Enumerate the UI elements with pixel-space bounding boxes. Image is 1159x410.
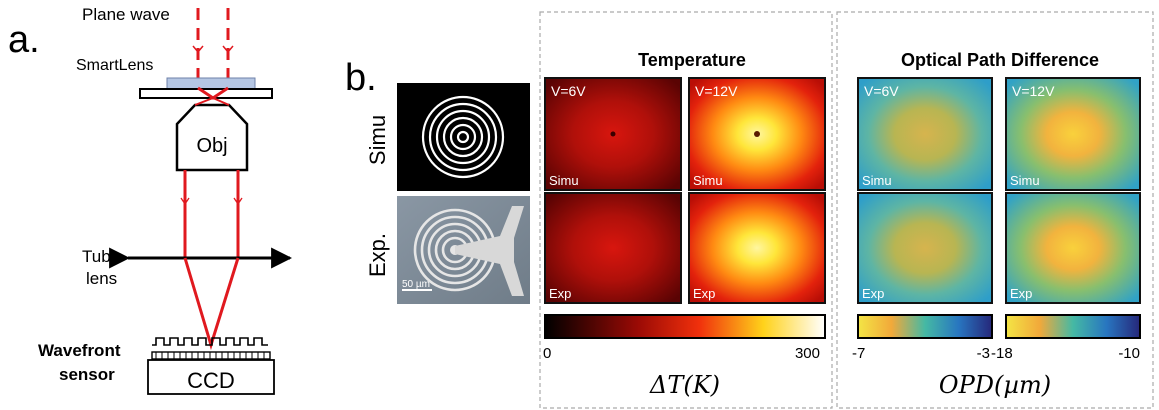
microlens-array-icon [152,337,268,346]
colorbar-temperature-min: 0 [543,345,551,362]
heatmap-opd-simu-12v: V=12V Simu [1005,77,1141,191]
tag-exp: Exp [693,286,715,301]
tag-exp: Exp [862,286,884,301]
arrow-down-icon [180,197,190,206]
tag-simu: Simu [1010,173,1040,188]
smartlens-sample [166,77,256,90]
heatmap-opd-exp-6v: Exp [857,192,993,304]
smartlens-label: SmartLens [76,57,153,74]
coil-experiment-image: 50 µm [397,196,530,304]
voltage-label-12v: V=12V [695,83,738,99]
voltage-label-12v: V=12V [1012,83,1055,99]
beam-converging [183,257,240,351]
heatmap-temp-exp-6v: Exp [544,192,682,304]
panel-b-label: b. [345,57,377,99]
opd-group-box [836,11,1154,409]
tag-exp: Exp [549,286,571,301]
tube-lens-label-line2: lens [86,269,117,288]
tag-exp: Exp [1010,286,1032,301]
arrow-down-icon [222,45,234,54]
tag-simu: Simu [862,173,892,188]
tag-simu: Simu [693,173,723,188]
heatmap-temp-exp-12v: Exp [688,192,826,304]
heatmap-opd-exp-12v: Exp [1005,192,1141,304]
colorbar-temperature-max: 300 [795,345,820,362]
objective-label: Obj [196,135,227,157]
panel-a-label: a. [8,19,40,61]
heatmap-temp-simu-12v: V=12V Simu [688,77,826,191]
plane-wave-label: Plane wave [82,5,170,24]
arrow-down-icon [233,197,243,206]
opd-axis-label: OPD(µm) [939,371,1051,399]
colorbar-opd-6v-min: -7 [852,345,865,362]
opd-title: Optical Path Difference [901,50,1099,70]
beam-cone [194,97,230,106]
row-label-simu: Simu [365,115,390,165]
coil-simulation-image [397,83,530,191]
wavefront-sensor-label-line2: sensor [59,365,115,384]
colorbar-opd-6v-max: -3 [977,345,990,362]
panel-b: b. Simu Exp. 50 µm [345,11,1154,409]
voltage-label-6v: V=6V [551,83,586,99]
temperature-axis-label: ΔT(K) [649,371,720,399]
tag-simu: Simu [549,173,579,188]
colorbar-opd-12v-max: -10 [1118,345,1140,362]
panel-a: a. Plane wave SmartLens Obj Tube lens [8,5,293,395]
wavefront-sensor-label-line1: Wavefront [38,341,121,360]
ccd-label: CCD [187,368,235,393]
arrow-down-icon [192,45,204,54]
colorbar-opd-12v-min: -18 [991,345,1013,362]
temperature-title: Temperature [638,50,746,70]
voltage-label-6v: V=6V [864,83,899,99]
colorbar-opd-6v [857,314,993,339]
row-label-exp: Exp. [365,233,390,277]
tube-lens-label-line1: Tube [82,247,120,266]
temperature-group-box [539,11,833,409]
ccd-box [147,359,275,395]
heatmap-opd-simu-6v: V=6V Simu [857,77,993,191]
sensor-grating [155,352,265,359]
colorbar-opd-12v [1005,314,1141,339]
sensor-plate [151,351,271,360]
heatmap-temp-simu-6v: V=6V Simu [544,77,682,191]
scale-bar-label: 50 µm [402,279,430,290]
colorbar-temperature [544,314,826,339]
